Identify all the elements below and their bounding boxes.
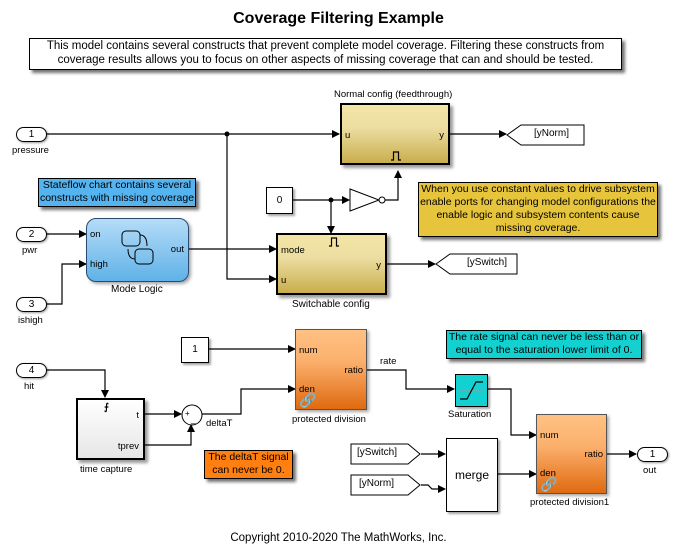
trigger-icon: ⨍ bbox=[104, 402, 109, 413]
saturation-icon bbox=[459, 378, 484, 403]
logical-not-icon[interactable] bbox=[349, 188, 387, 212]
saturation-name: Saturation bbox=[448, 409, 492, 420]
switchable-config-port-u: u bbox=[281, 275, 287, 286]
switchable-config-name: Switchable config bbox=[292, 299, 370, 310]
time-capture-port-t: t bbox=[136, 410, 139, 421]
goto-yswitch[interactable] bbox=[435, 253, 519, 275]
copyright-text: Copyright 2010-2020 The MathWorks, Inc. bbox=[230, 532, 447, 544]
from-ynorm[interactable] bbox=[350, 474, 422, 496]
svg-text:+: + bbox=[185, 409, 190, 418]
inport-hit-label: hit bbox=[24, 381, 35, 392]
switchable-config-subsystem[interactable]: mode u y bbox=[276, 233, 387, 295]
inport-hit[interactable]: 4 bbox=[16, 363, 47, 378]
mode-logic-port-on: on bbox=[90, 229, 101, 240]
goto-yswitch-tag: [ySwitch] bbox=[467, 257, 508, 268]
protected-division-port-ratio: ratio bbox=[344, 365, 363, 376]
protected-division1-port-num: num bbox=[540, 430, 559, 441]
normal-config-port-y: y bbox=[439, 130, 444, 141]
time-capture-subsystem[interactable]: ⨍ t tprev bbox=[76, 398, 145, 460]
stateflow-note: Stateflow chart contains several constru… bbox=[38, 178, 196, 207]
stateflow-chart-icon bbox=[121, 230, 154, 265]
wire-from-ynorm bbox=[421, 484, 446, 493]
from-yswitch[interactable] bbox=[350, 443, 422, 465]
mode-logic-port-out: out bbox=[170, 244, 184, 255]
protected-division1-name: protected division1 bbox=[530, 497, 610, 508]
protected-division-port-num: num bbox=[299, 345, 318, 356]
saturation-block[interactable] bbox=[455, 374, 488, 407]
protected-division-subsystem[interactable]: num den ratio 🔗 bbox=[295, 329, 367, 410]
signal-label-rate: rate bbox=[380, 356, 397, 367]
normal-config-subsystem[interactable]: u y bbox=[340, 103, 450, 165]
model-title: Coverage Filtering Example bbox=[233, 10, 444, 27]
wire-ishigh bbox=[46, 260, 87, 305]
inport-ishigh-label: ishigh bbox=[18, 315, 43, 326]
switchable-config-port-mode: mode bbox=[281, 245, 305, 256]
goto-ynorm[interactable] bbox=[506, 124, 586, 146]
protected-division1-port-den: den bbox=[540, 468, 556, 479]
mode-logic-port-high: high bbox=[90, 259, 108, 270]
inport-ishigh[interactable]: 3 bbox=[16, 297, 47, 312]
description-annotation: This model contains several constructs t… bbox=[29, 38, 622, 70]
from-yswitch-tag: [ySwitch] bbox=[357, 447, 398, 458]
enable-pulse-icon bbox=[329, 237, 339, 247]
inport-pressure[interactable]: 1 bbox=[16, 127, 47, 142]
sum-block[interactable]: + _ bbox=[181, 404, 203, 426]
wire-tprev bbox=[145, 424, 195, 446]
mode-logic-name: Mode Logic bbox=[111, 284, 163, 295]
rate-note: The rate signal can never be less than o… bbox=[446, 330, 642, 359]
wire-pressure-branch bbox=[226, 134, 277, 283]
protected-division1-subsystem[interactable]: num den ratio 🔗 bbox=[536, 414, 607, 494]
wire-hit bbox=[46, 369, 109, 398]
mode-logic-chart[interactable]: on high out bbox=[86, 218, 189, 282]
constant-0-block[interactable]: 0 bbox=[266, 187, 293, 214]
goto-ynorm-tag: [yNorm] bbox=[534, 128, 569, 139]
outport-out-label: out bbox=[643, 465, 657, 476]
normal-config-name: Normal config (feedthrough) bbox=[334, 89, 453, 100]
time-capture-port-tprev: tprev bbox=[117, 441, 139, 452]
wire-deltat bbox=[202, 385, 296, 415]
deltat-note: The deltaT signal can never be 0. bbox=[204, 450, 293, 479]
svg-text:_: _ bbox=[190, 414, 197, 424]
wire-sat-out bbox=[487, 388, 537, 439]
wire-not-enable bbox=[385, 170, 402, 201]
protected-division-name: protected division bbox=[292, 414, 366, 425]
wire-rate bbox=[367, 369, 455, 393]
inport-pressure-label: pressure bbox=[12, 145, 49, 156]
signal-label-deltat: deltaT bbox=[206, 418, 233, 429]
normal-config-port-u: u bbox=[345, 130, 351, 141]
library-link-icon: 🔗 bbox=[299, 392, 317, 408]
protected-division1-port-ratio: ratio bbox=[584, 449, 603, 460]
enable-pulse-icon bbox=[391, 151, 401, 161]
outport-out[interactable]: 1 bbox=[637, 447, 668, 462]
switchable-config-port-y: y bbox=[376, 260, 381, 271]
from-ynorm-tag: [yNorm] bbox=[359, 478, 394, 489]
inport-pwr[interactable]: 2 bbox=[16, 227, 47, 242]
protected-division-port-den: den bbox=[299, 384, 315, 395]
enable-logic-note: When you use constant values to drive su… bbox=[418, 182, 658, 237]
constant-1-block[interactable]: 1 bbox=[181, 337, 209, 363]
inport-pwr-label: pwr bbox=[22, 245, 38, 256]
merge-block[interactable]: merge bbox=[446, 438, 498, 512]
time-capture-name: time capture bbox=[80, 464, 133, 475]
library-link-icon: 🔗 bbox=[540, 476, 558, 492]
